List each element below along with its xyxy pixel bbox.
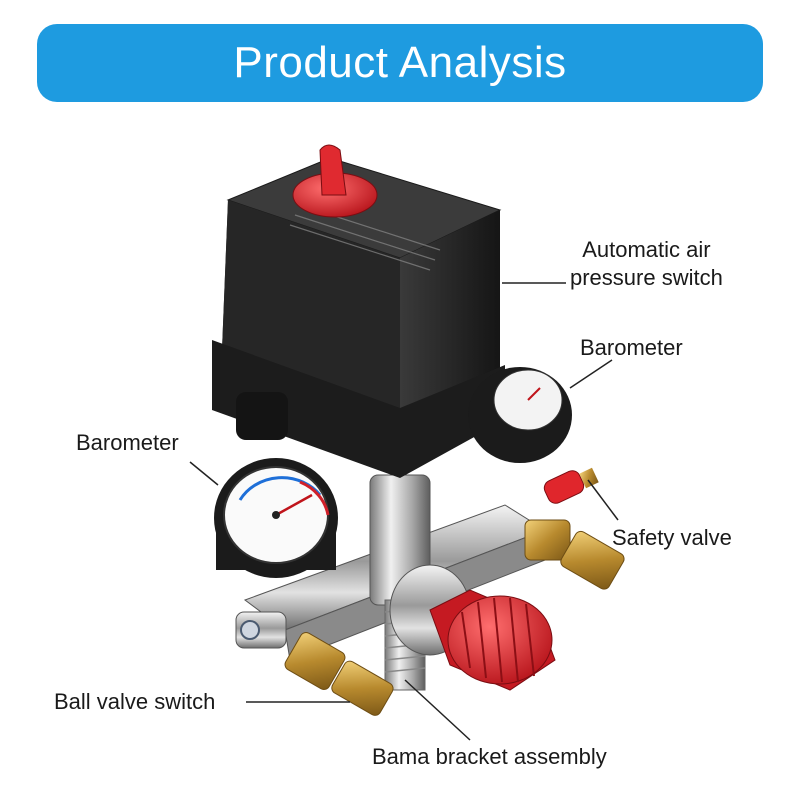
callout-lines	[189, 282, 619, 741]
label-air-switch-line1: Automatic air	[582, 237, 711, 262]
label-ball-valve: Ball valve switch	[54, 689, 216, 714]
pressure-gauge-left-icon	[214, 458, 338, 578]
leader-safety-valve	[587, 479, 619, 521]
pressure-switch-housing-icon	[212, 157, 505, 478]
banner-title: Product Analysis	[233, 38, 567, 87]
manifold	[243, 474, 547, 691]
red-knob-icon[interactable]	[292, 144, 378, 218]
leader-barometer-left	[189, 461, 219, 486]
title-banner: Product Analysis	[37, 24, 763, 102]
safety-valve-icon	[543, 467, 599, 504]
label-barometer-left: Barometer	[76, 430, 179, 455]
pressure-gauge-right-icon	[468, 367, 572, 463]
leader-barometer-right	[569, 359, 613, 389]
label-air-switch-line2: pressure switch	[570, 265, 723, 290]
brass-fitting-right-icon	[524, 519, 625, 590]
leader-bracket	[404, 679, 471, 741]
ball-valve-icon[interactable]	[235, 611, 287, 649]
label-barometer-right: Barometer	[580, 335, 683, 360]
label-bracket: Bama bracket assembly	[372, 744, 607, 769]
brass-fitting-left-icon	[284, 632, 394, 716]
red-regulator-knob-icon[interactable]	[429, 589, 556, 691]
label-safety-valve: Safety valve	[612, 525, 732, 550]
label-air-switch: Automatic air pressure switch	[570, 236, 723, 292]
